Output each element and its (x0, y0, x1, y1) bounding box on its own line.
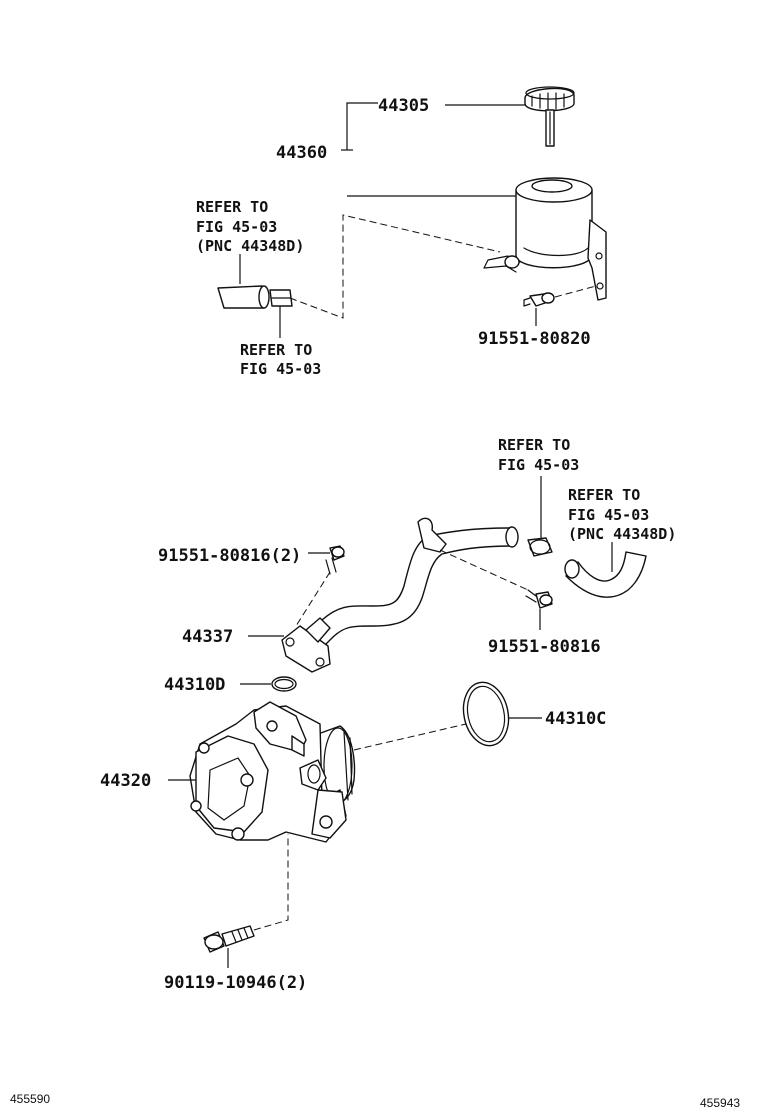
ref1-line3: (PNC 44348D) (196, 237, 304, 255)
pipe-clamp (527, 537, 553, 557)
reservoir-cap-44305[interactable] (524, 86, 575, 147)
ref3-line1: REFER TO (498, 436, 570, 454)
ref2-line2: FIG 45-03 (240, 360, 321, 378)
ref1-line2: FIG 45-03 (196, 218, 277, 236)
label-44310D: 44310D (164, 675, 225, 695)
label-44310C: 44310C (545, 709, 606, 729)
ref4-line3: (PNC 44348D) (568, 525, 676, 543)
pipe-assy-44337[interactable] (281, 517, 519, 673)
upper-hose-clamp (269, 289, 293, 307)
footer-left-code: 455590 (10, 1092, 50, 1106)
bolt-91551-80816[interactable] (525, 589, 553, 609)
label-91551-80816: 91551-80816 (488, 637, 601, 657)
label-44337: 44337 (182, 627, 233, 647)
upper-hose (217, 285, 270, 309)
ref2-line1: REFER TO (240, 341, 312, 359)
bolt-91551-80816-2[interactable] (325, 545, 345, 575)
bolt-90119-10946-2[interactable] (203, 925, 255, 953)
right-hose (564, 551, 647, 598)
o-ring-44310D[interactable] (271, 676, 297, 692)
footer-right-code: 455943 (700, 1096, 740, 1110)
label-44360: 44360 (276, 143, 327, 163)
power-steering-pump-44320[interactable] (189, 701, 356, 843)
label-91551-80820: 91551-80820 (478, 329, 591, 349)
o-ring-44310C[interactable] (458, 678, 514, 750)
label-44320: 44320 (100, 771, 151, 791)
ref1-line1: REFER TO (196, 198, 268, 216)
label-44305: 44305 (378, 96, 429, 116)
ref4-line2: FIG 45-03 (568, 506, 649, 524)
bolt-91551-80820[interactable] (523, 292, 555, 307)
label-90119-10946-2: 90119-10946(2) (164, 973, 307, 993)
ref4-line1: REFER TO (568, 486, 640, 504)
ref3-line2: FIG 45-03 (498, 456, 579, 474)
label-91551-80816-2: 91551-80816(2) (158, 546, 301, 566)
reservoir-44360[interactable] (483, 177, 607, 301)
